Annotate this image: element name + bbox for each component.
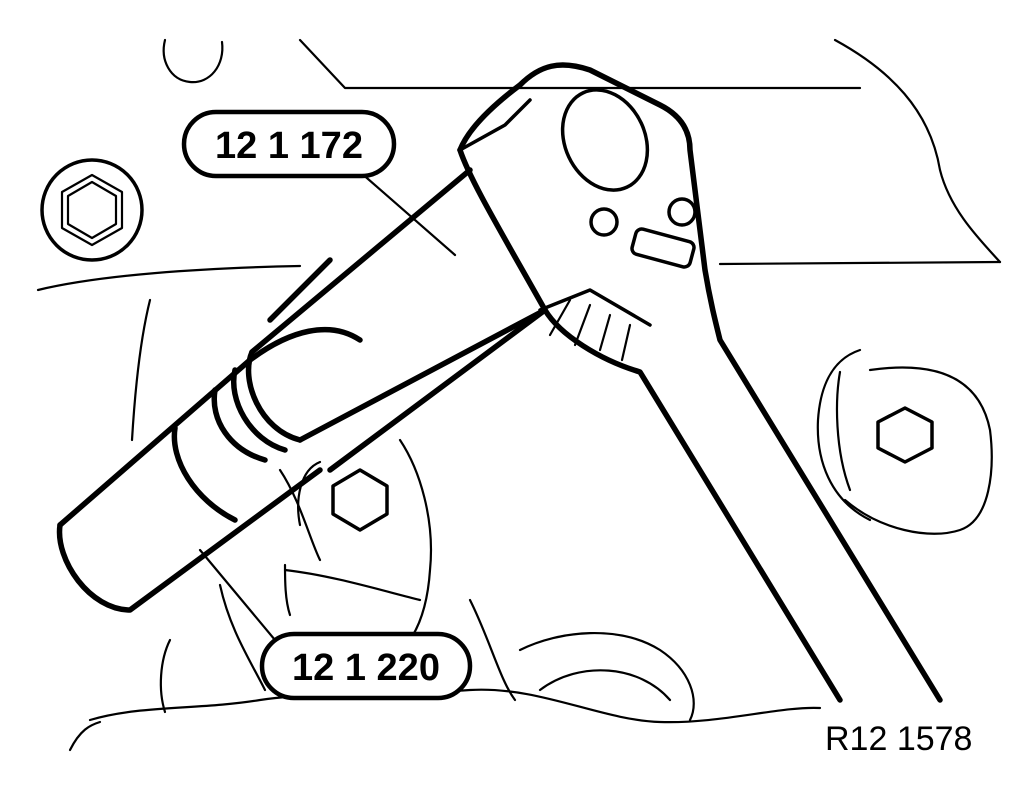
reference-code: R12 1578 — [825, 720, 972, 758]
callout-bottom: 12 1 220 — [259, 631, 473, 701]
bolt-lower — [297, 460, 389, 532]
ratchet-wrench — [457, 62, 943, 703]
adapter-tool — [249, 167, 548, 443]
bolt-left — [40, 158, 144, 262]
leader-lines — [198, 170, 457, 642]
callout-bottom-label: 12 1 220 — [292, 647, 440, 689]
socket-extension — [56, 257, 548, 613]
callout-top-label: 12 1 172 — [215, 125, 363, 167]
engine-block-outline — [36, 38, 1002, 752]
bolt-right — [876, 406, 934, 464]
callout-top: 12 1 172 — [181, 109, 397, 179]
